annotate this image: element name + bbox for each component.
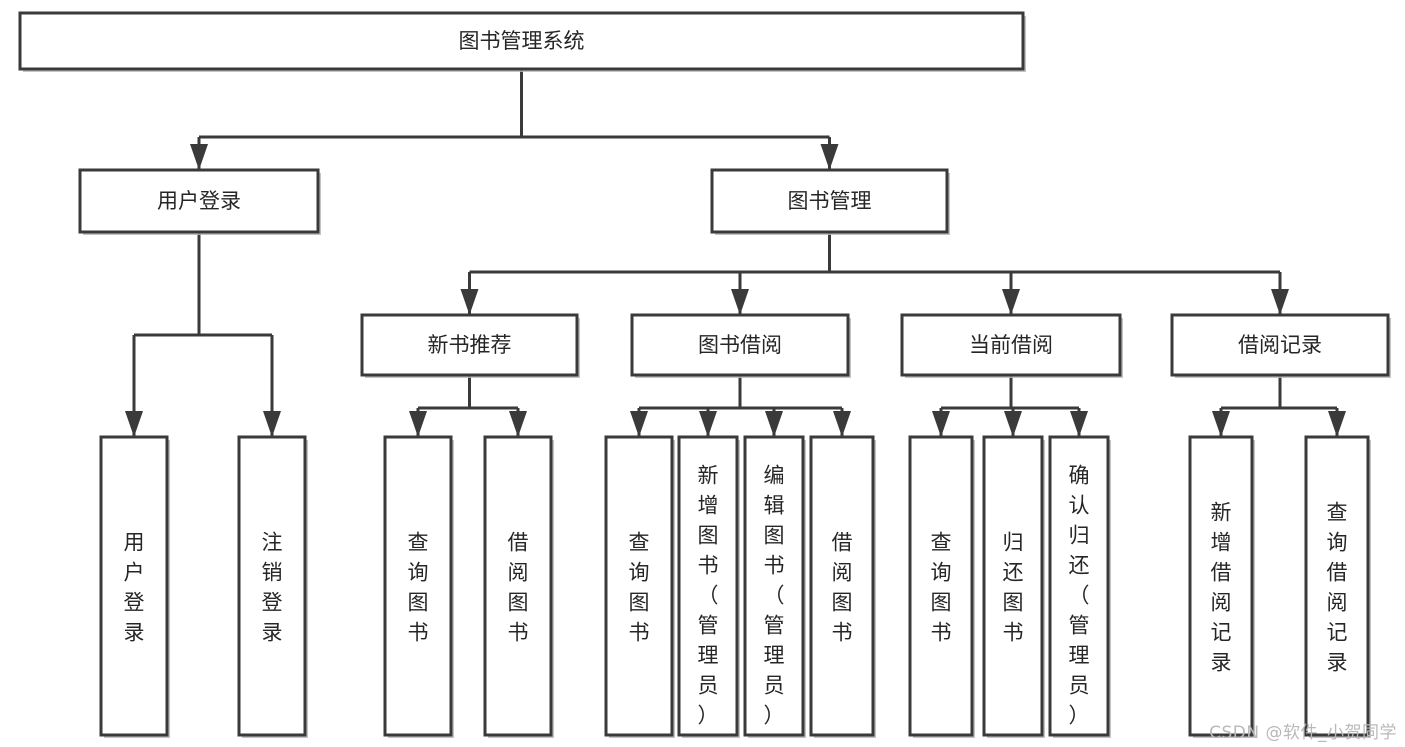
connector-arrow	[1212, 411, 1230, 437]
connector-arrow	[190, 144, 208, 170]
node-label: 查询图书	[629, 530, 650, 644]
connector-arrow	[1002, 289, 1020, 315]
connector-arrow	[1328, 411, 1346, 437]
box-outline	[18, 11, 1025, 71]
node-用户登录[interactable]: 用户登录	[99, 435, 170, 738]
box-outline	[360, 313, 579, 377]
node-label: 新增图书（管理员）	[698, 463, 719, 727]
node-新书推荐[interactable]: 新书推荐	[360, 313, 580, 378]
node-查询图书[interactable]: 查询图书	[604, 435, 675, 738]
node-label: 图书管理	[788, 189, 872, 213]
node-确认归还管理员[interactable]: 确认归还（管理员）	[1048, 435, 1111, 738]
node-label: 当前借阅	[969, 333, 1053, 357]
node-label: 编辑图书（管理员）	[764, 463, 785, 727]
node-label: 图书管理系统	[459, 29, 585, 53]
node-注销登录[interactable]: 注销登录	[237, 435, 308, 738]
node-新增图书管理员[interactable]: 新增图书（管理员）	[677, 435, 740, 738]
watermark-text: CSDN @软件_小贺同学	[1209, 723, 1397, 743]
node-label: 确认归还（管理员）	[1069, 463, 1090, 727]
node-编辑图书管理员[interactable]: 编辑图书（管理员）	[743, 435, 806, 738]
node-label: 查询借阅记录	[1327, 500, 1348, 674]
connector-arrow	[630, 411, 648, 437]
node-用户登录[interactable]: 用户登录	[78, 168, 321, 235]
node-查询图书[interactable]: 查询图书	[383, 435, 454, 738]
connector-arrow	[509, 411, 527, 437]
connector-arrow	[833, 411, 851, 437]
connector-arrow	[1004, 411, 1022, 437]
connector-arrow	[765, 411, 783, 437]
connector-arrow	[409, 411, 427, 437]
box-outline	[383, 435, 453, 737]
box-outline	[982, 435, 1044, 737]
connector-arrow	[699, 411, 717, 437]
node-借阅记录[interactable]: 借阅记录	[1170, 313, 1391, 378]
connector-arrow	[932, 411, 950, 437]
node-root-图书管理系统[interactable]: 图书管理系统	[18, 11, 1026, 72]
node-归还图书[interactable]: 归还图书	[982, 435, 1045, 738]
node-查询借阅记录[interactable]: 查询借阅记录	[1304, 435, 1371, 738]
node-label: 归还图书	[1003, 530, 1024, 644]
node-label: 注销登录	[262, 530, 283, 644]
connector-arrow	[820, 144, 839, 170]
node-label: 用户登录	[124, 530, 145, 644]
box-outline	[1170, 313, 1390, 377]
node-图书管理[interactable]: 图书管理	[710, 168, 950, 235]
box-outline	[78, 168, 320, 234]
node-图书借阅[interactable]: 图书借阅	[630, 313, 851, 378]
node-label: 借阅图书	[832, 530, 853, 644]
box-outline	[99, 435, 169, 737]
node-label: 查询图书	[408, 530, 429, 644]
node-借阅图书[interactable]: 借阅图书	[809, 435, 876, 738]
box-outline	[677, 435, 739, 737]
node-label: 新书推荐	[428, 333, 512, 357]
connector-arrow	[460, 289, 479, 315]
node-label: 借阅记录	[1238, 333, 1322, 357]
node-label: 图书借阅	[698, 333, 782, 357]
node-借阅图书[interactable]: 借阅图书	[483, 435, 554, 738]
connector-arrow	[1271, 289, 1289, 315]
box-outline	[908, 435, 974, 737]
connector-arrow	[125, 411, 143, 437]
box-outline	[483, 435, 553, 737]
node-label: 借阅图书	[508, 530, 529, 644]
box-outline	[1188, 435, 1254, 737]
node-label: 新增借阅记录	[1211, 500, 1232, 674]
node-当前借阅[interactable]: 当前借阅	[900, 313, 1123, 378]
box-outline	[809, 435, 875, 737]
connector-arrow	[263, 411, 281, 437]
box-outline	[237, 435, 307, 737]
connector-arrow	[731, 289, 749, 315]
box-outline	[710, 168, 949, 234]
box-outline	[630, 313, 850, 377]
node-label: 用户登录	[157, 189, 241, 213]
box-outline	[604, 435, 674, 737]
box-outline	[743, 435, 805, 737]
node-新增借阅记录[interactable]: 新增借阅记录	[1188, 435, 1255, 738]
connector-arrow	[1070, 411, 1088, 437]
box-outline	[900, 313, 1122, 377]
node-查询图书[interactable]: 查询图书	[908, 435, 975, 738]
node-label: 查询图书	[931, 530, 952, 644]
connector-layer	[125, 69, 1346, 437]
box-outline	[1304, 435, 1370, 737]
box-outline	[1048, 435, 1110, 737]
node-layer: 图书管理系统用户登录图书管理新书推荐图书借阅当前借阅借阅记录用户登录注销登录查询…	[18, 11, 1391, 738]
